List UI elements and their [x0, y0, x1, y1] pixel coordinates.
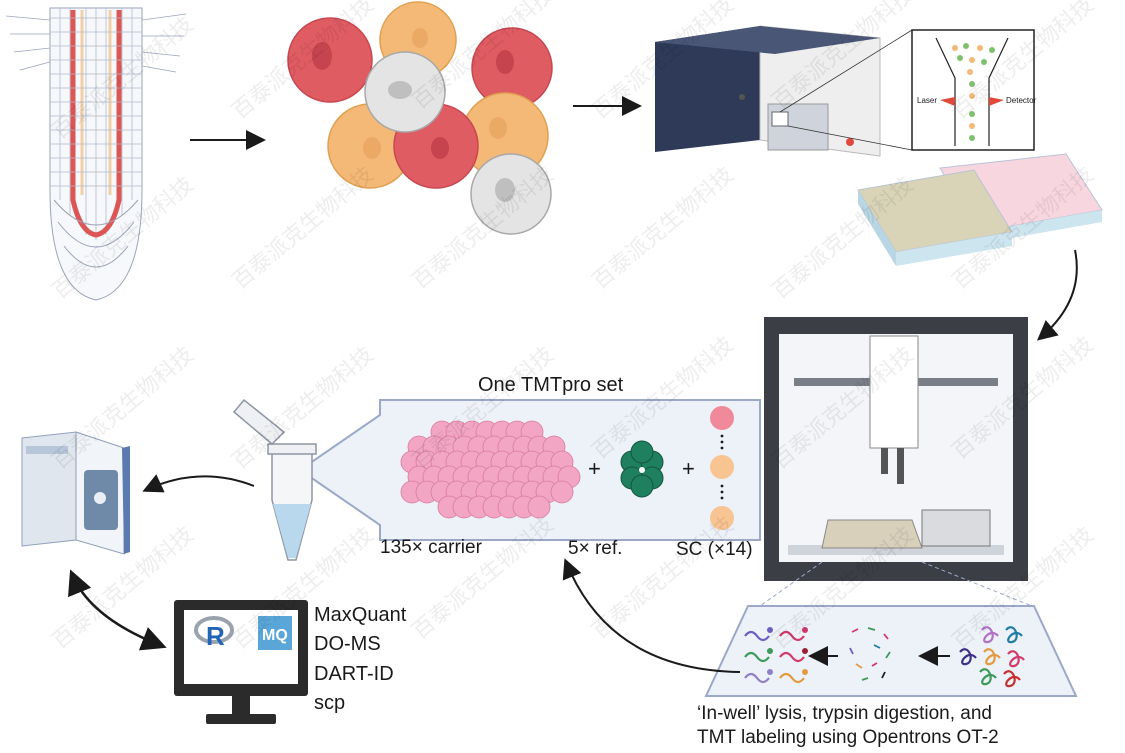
sample-tube [232, 398, 317, 561]
carrier-cells [400, 420, 581, 519]
peptide-fragments [849, 627, 891, 681]
flow-cytometer [655, 25, 881, 157]
caption-line-2: TMT labeling using Opentrons OT-2 [697, 727, 999, 748]
arrow-robot-to-tmt [562, 558, 741, 673]
proteins [959, 626, 1025, 688]
watermark-text: 百泰派克生物科技 [228, 162, 379, 294]
reference-label: 5× ref. [568, 538, 623, 559]
opentrons-robot [764, 317, 1028, 581]
software-maxquant: MaxQuant [314, 604, 407, 626]
software-dart-id: DART-ID [314, 663, 394, 685]
dissociated-cells [287, 1, 553, 235]
arrow-plates-to-robot [1036, 249, 1078, 341]
watermark-text: 百泰派克生物科技 [588, 162, 739, 294]
svg-text:MQ: MQ [262, 627, 288, 644]
software-scp: scp [314, 692, 346, 714]
carrier-cell [550, 480, 574, 504]
arrow-tube-to-ms [142, 474, 255, 493]
plus-sign: + [682, 456, 695, 481]
well-plates [857, 153, 1103, 266]
laser-label: Laser [917, 96, 938, 105]
zoom-line [779, 29, 913, 113]
maxquant-logo-icon: MQ [258, 616, 292, 650]
svg-text:R: R [206, 621, 225, 651]
tmt-set-title: One TMTpro set [478, 374, 624, 396]
root-tip-illustration [5, 7, 187, 301]
zoom-line [787, 125, 913, 151]
plus-sign: + [588, 456, 601, 481]
single-cell-label: SC (×14) [676, 539, 753, 560]
carrier-cell [527, 495, 551, 519]
sorter-inset [911, 29, 1035, 151]
peptides-labeled [744, 627, 808, 684]
arrow-ms-computer [68, 569, 167, 651]
r-logo-icon: R [194, 616, 234, 651]
single-cells [710, 406, 734, 530]
software-do-ms: DO-MS [314, 633, 381, 655]
detector-label: Detector [1006, 96, 1037, 105]
reference-cells [620, 440, 664, 498]
caption-line-1: ‘In-well’ lysis, trypsin digestion, and [697, 703, 992, 724]
mass-spectrometer [21, 431, 130, 555]
carrier-label: 135× carrier [380, 537, 482, 558]
